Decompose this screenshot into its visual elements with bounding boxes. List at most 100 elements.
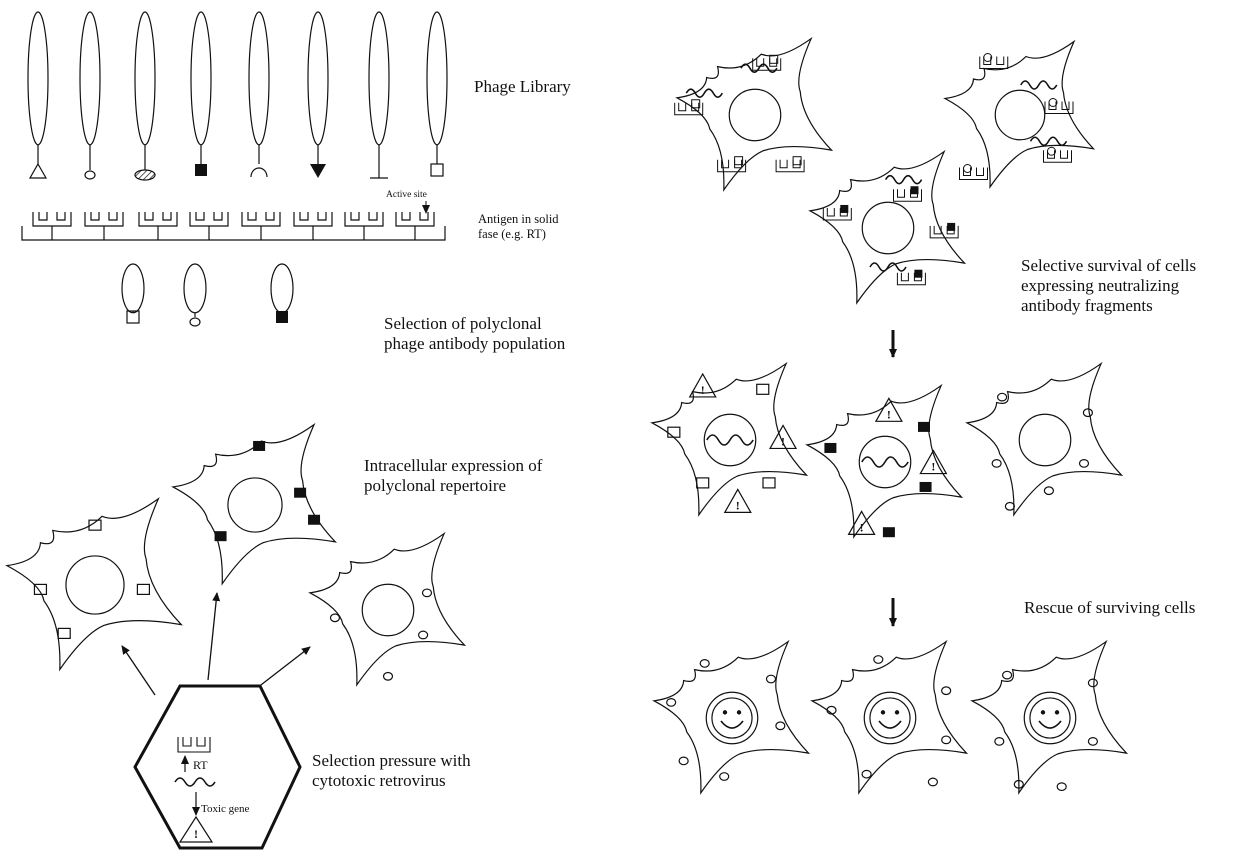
antibody-filled-square-icon <box>911 186 919 194</box>
antigen-label-line2: fase (e.g. RT) <box>478 227 546 242</box>
cell-membrane <box>7 499 181 670</box>
antibody-filled-square-icon <box>914 270 922 278</box>
cell-nucleus <box>1024 692 1075 743</box>
pressure-label-line2: cytotoxic retrovirus <box>312 771 446 791</box>
antibody-oval-icon <box>1044 487 1053 495</box>
antibody-oval-icon <box>720 773 729 781</box>
phage-head <box>369 12 389 145</box>
antibody-oval-icon <box>419 631 428 639</box>
cell-nucleus <box>864 692 915 743</box>
phage <box>184 264 206 326</box>
selected-phage-row <box>122 264 293 326</box>
cell-nucleus <box>228 478 282 532</box>
rt-pocket <box>718 160 746 172</box>
antibody-oval-icon <box>1083 409 1092 417</box>
smiley-eye <box>723 710 727 714</box>
cell-filled-square <box>173 425 335 584</box>
virus-genome-icon <box>1021 81 1057 89</box>
cells: !!!!!! <box>7 39 1126 793</box>
antibody-filled-square-icon <box>253 441 265 451</box>
antibody-open-square-icon <box>697 478 709 488</box>
phage-head <box>184 264 206 313</box>
cell-nucleus <box>729 89 780 140</box>
phage-head <box>135 12 155 145</box>
cell-infected-open: !!! <box>652 364 806 515</box>
antibody-oval-icon <box>942 687 951 695</box>
smiley-mouth <box>1039 721 1061 728</box>
antibody-oval-icon <box>330 614 339 622</box>
antibody-open-square-icon <box>137 584 149 594</box>
cell-nucleus <box>862 202 913 253</box>
antibody-filled-square-icon <box>918 422 930 432</box>
rt-antibody-complex-icon <box>776 157 804 172</box>
phage <box>427 12 447 176</box>
phage-head <box>80 12 100 145</box>
phage-head <box>122 264 144 313</box>
survival-label-line3: antibody fragments <box>1021 296 1153 316</box>
rt-antibody-complex-icon <box>1044 147 1072 162</box>
rt-antibody-complex-icon <box>980 54 1008 69</box>
antibody-oval-icon <box>1005 503 1014 511</box>
phage-tip-arc-open-icon <box>251 168 267 177</box>
rt-antibody-complex-icon <box>960 165 988 180</box>
antibody-oval-icon <box>874 656 883 664</box>
survival-label-line1: Selective survival of cells <box>1021 256 1196 276</box>
virus-genome-icon <box>707 435 753 445</box>
rt-pocket <box>776 160 804 172</box>
intracellular-label-line2: polyclonal repertoire <box>364 476 506 496</box>
smiley-mouth <box>879 721 901 728</box>
phage-head <box>271 264 293 313</box>
antibody-oval-icon <box>862 770 871 778</box>
phage-tip-triangle-open-icon <box>30 164 46 178</box>
antibody-filled-square-icon <box>883 527 895 537</box>
antigen-label-line1: Antigen in solid <box>478 212 559 227</box>
cell-nucleus <box>1019 414 1070 465</box>
phage-tip-hatched-ellipse-icon <box>135 170 155 180</box>
antibody-oval-icon <box>992 460 1001 468</box>
antibody-filled-square-icon <box>947 223 955 231</box>
phage-head <box>28 12 48 145</box>
antibody-oval-icon <box>423 589 432 597</box>
phage-tip-circle-small-icon <box>85 171 95 179</box>
phage-head <box>249 12 269 145</box>
rt-antibody-complex-icon <box>823 205 851 220</box>
antibody-oval-icon <box>995 738 1004 746</box>
antibody-oval-icon <box>667 699 676 707</box>
toxin-warning-mark: ! <box>887 407 891 421</box>
cell-membrane <box>677 39 831 190</box>
antibody-oval-icon <box>1088 679 1097 687</box>
pressure-label-line1: Selection pressure with <box>312 751 471 771</box>
antibody-open-square-icon <box>763 478 775 488</box>
phage-tip-square-filled-icon <box>195 164 207 176</box>
smiley-eye <box>895 710 899 714</box>
toxin-warning-mark: ! <box>701 383 705 397</box>
antibody-oval-icon <box>1057 783 1066 791</box>
antibody-filled-square-icon <box>294 488 306 498</box>
virus-genome-icon <box>741 64 777 72</box>
cell-neutralized-open <box>675 39 832 190</box>
phage <box>249 12 269 177</box>
cell-membrane <box>812 642 966 793</box>
antibody-oval-icon <box>928 778 937 786</box>
phage-head <box>191 12 211 145</box>
cell-rescued <box>654 642 808 793</box>
antibody-oval-icon <box>776 722 785 730</box>
antibody-filled-square-icon <box>215 531 227 541</box>
virus-genome-icon <box>686 89 722 97</box>
toxin-warning-mark: ! <box>736 498 740 512</box>
smiley-mouth <box>721 721 743 728</box>
antibody-filled-square-icon <box>840 205 848 213</box>
phage-tip-circle-small-icon <box>190 318 200 326</box>
antibody-oval-icon <box>700 660 709 668</box>
virus-genome-icon <box>886 176 922 184</box>
smiley-face-icon <box>870 698 910 738</box>
phage-head <box>427 12 447 145</box>
smiley-eye <box>737 710 741 714</box>
rt-antibody-complex-icon <box>1045 99 1073 114</box>
phage <box>122 264 144 323</box>
cell-neutralized-filled <box>810 152 964 303</box>
toxin-warning-mark: ! <box>194 827 198 841</box>
antibody-filled-square-icon <box>308 515 320 525</box>
virus-genome-icon <box>862 457 908 467</box>
